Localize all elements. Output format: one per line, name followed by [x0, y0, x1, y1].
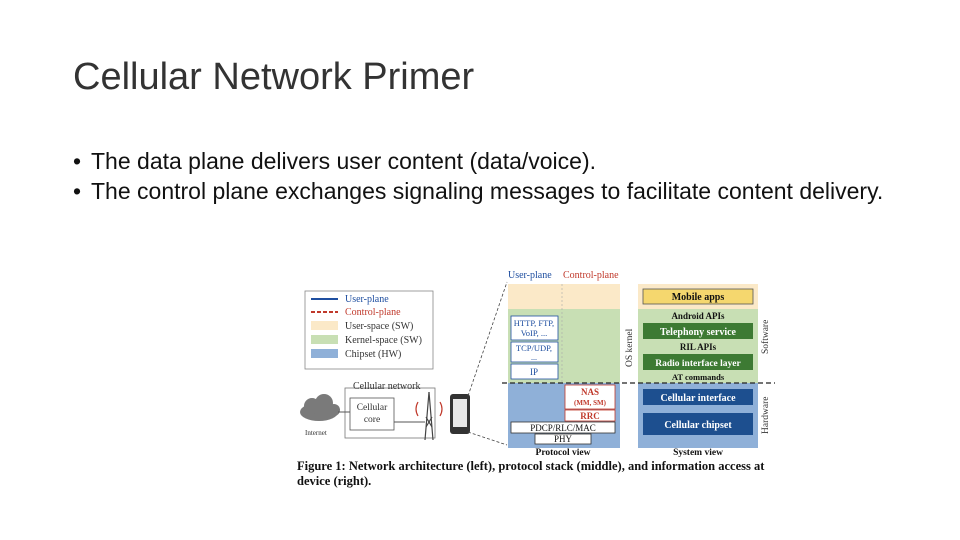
http-label-line2: VoIP, ...: [521, 328, 548, 338]
system-view-label: System view: [673, 448, 723, 458]
software-label: Software: [760, 320, 771, 354]
rrc-label: RRC: [580, 411, 600, 421]
system-kernel-space-band: [638, 309, 758, 383]
bullet-item: • The data plane delivers user content (…: [73, 146, 893, 176]
bullet-dot: •: [73, 148, 82, 174]
slide-title: Cellular Network Primer: [73, 56, 475, 98]
header-user-plane: User-plane: [508, 270, 552, 281]
cellular-interface-box: [643, 389, 753, 405]
tcp-box: [510, 341, 559, 363]
phy-box: [534, 433, 592, 445]
figure-caption: Figure 1: Network architecture (left), p…: [297, 459, 765, 488]
protocol-view-label: Protocol view: [536, 448, 591, 458]
os-kernel-label: OS kernel: [625, 328, 635, 367]
cellular-chipset-box: [643, 413, 753, 435]
telephony-service-label: Telephony service: [660, 327, 737, 338]
legend-kernel-space-label: Kernel-space (SW): [345, 335, 422, 346]
legend-chipset-label: Chipset (HW): [345, 349, 401, 360]
cell-tower-icon: [415, 391, 443, 441]
phy-label: PHY: [554, 434, 573, 444]
ril-apis-label: RIL APIs: [680, 342, 717, 352]
tcp-label-line1: TCP/UDP,: [516, 343, 552, 353]
pdcp-box: [510, 421, 616, 434]
internet-cloud-icon: [300, 394, 340, 421]
pdcp-label: PDCP/RLC/MAC: [530, 423, 596, 433]
radio-interface-layer-label: Radio interface layer: [655, 359, 741, 369]
network-architecture-figure: User-plane Control-plane User-space (SW)…: [290, 262, 780, 502]
cellular-chipset-label: Cellular chipset: [664, 420, 732, 431]
ip-label: IP: [530, 367, 538, 377]
legend-user-plane-label: User-plane: [345, 294, 389, 305]
bullet-list: • The data plane delivers user content (…: [73, 146, 893, 206]
bullet-dot: •: [73, 178, 82, 204]
figure-svg: User-plane Control-plane User-space (SW)…: [300, 270, 775, 458]
legend-user-space-swatch: [311, 321, 338, 330]
zoom-line-bottom: [467, 431, 508, 446]
at-commands-label: AT commands: [672, 372, 725, 382]
radio-interface-layer-box: [643, 354, 753, 370]
http-label-line1: HTTP, FTP,: [514, 318, 554, 328]
mobile-apps-label: Mobile apps: [672, 292, 725, 303]
smartphone-icon: [450, 394, 470, 434]
cellular-core-box: [349, 397, 395, 431]
bullet-text: The control plane exchanges signaling me…: [91, 178, 884, 204]
nas-label: NAS: [581, 387, 599, 397]
header-control-plane: Control-plane: [563, 270, 619, 281]
protocol-user-space-band: [508, 284, 620, 309]
nas-box: [564, 384, 616, 410]
legend-kernel-space-swatch: [311, 335, 338, 344]
tcp-label-line2: ...: [531, 353, 537, 362]
hardware-label: Hardware: [761, 397, 771, 434]
zoom-line-top: [467, 281, 508, 397]
bullet-item: • The control plane exchanges signaling …: [73, 176, 893, 206]
legend-control-plane-label: Control-plane: [345, 307, 401, 318]
bullet-text: The data plane delivers user content (da…: [91, 148, 597, 174]
legend-user-space-label: User-space (SW): [345, 321, 413, 332]
cellular-core-label-line1: Cellular: [357, 403, 388, 413]
cellular-interface-label: Cellular interface: [660, 393, 736, 404]
rrc-box: [564, 409, 616, 422]
telephony-service-box: [643, 323, 753, 339]
mobile-apps-box: [642, 288, 754, 305]
cellular-core-label-line2: core: [364, 415, 380, 425]
cellular-network-box: [344, 387, 436, 439]
android-apis-label: Android APIs: [671, 311, 725, 321]
legend-chipset-swatch: [311, 349, 338, 358]
nas-sub-label: (MM, SM): [574, 399, 607, 407]
http-box: [510, 315, 559, 341]
internet-label: Internet: [305, 429, 327, 437]
ip-box: [510, 363, 559, 380]
cellular-network-label: Cellular network: [353, 381, 420, 392]
